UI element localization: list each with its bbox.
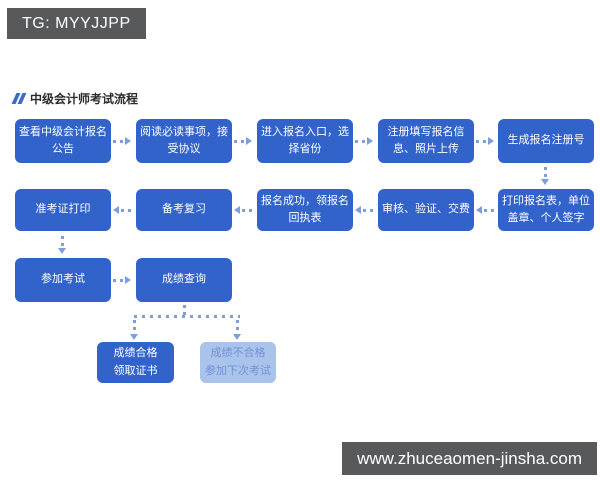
node-audit-verify-pay: 审核、验证、交费 bbox=[378, 189, 474, 231]
arrow-down-icon bbox=[58, 248, 66, 254]
double-slash-icon bbox=[11, 93, 27, 104]
arrow-down-icon bbox=[544, 167, 547, 177]
branch-connector bbox=[134, 315, 240, 318]
arrow-right-icon bbox=[476, 137, 494, 145]
arrow-left-icon bbox=[113, 206, 131, 214]
node-check-announcement: 查看中级会计报名公告 bbox=[15, 119, 111, 163]
arrow-left-icon bbox=[355, 206, 373, 214]
arrow-right-icon bbox=[234, 137, 252, 145]
node-score-inquiry: 成绩查询 bbox=[136, 258, 232, 302]
arrow-down-icon bbox=[133, 320, 136, 333]
node-register-info-upload: 注册填写报名信息、照片上传 bbox=[378, 119, 474, 163]
node-read-agreement: 阅读必读事项，接受协议 bbox=[136, 119, 232, 163]
node-registration-success: 报名成功，领报名回执表 bbox=[257, 189, 353, 231]
node-take-exam: 参加考试 bbox=[15, 258, 111, 302]
node-pass-get-certificate: 成绩合格 领取证书 bbox=[97, 342, 174, 383]
arrow-right-icon bbox=[355, 137, 373, 145]
arrow-right-icon bbox=[113, 276, 131, 284]
arrow-down-icon bbox=[130, 334, 138, 340]
arrow-left-icon bbox=[476, 206, 494, 214]
arrow-right-icon bbox=[113, 137, 131, 145]
node-enter-portal: 进入报名入口，选择省份 bbox=[257, 119, 353, 163]
node-prepare-review: 备考复习 bbox=[136, 189, 232, 231]
node-fail-retake-exam: 成绩不合格 参加下次考试 bbox=[200, 342, 276, 383]
arrow-down-icon bbox=[233, 334, 241, 340]
node-generate-reg-number: 生成报名注册号 bbox=[498, 119, 594, 163]
website-badge: www.zhuceaomen-jinsha.com bbox=[342, 442, 597, 475]
arrow-left-icon bbox=[234, 206, 252, 214]
branch-connector bbox=[183, 305, 186, 315]
tg-badge: TG: MYYJJPP bbox=[7, 8, 146, 39]
arrow-down-icon bbox=[61, 236, 64, 246]
page-title: 中级会计师考试流程 bbox=[11, 90, 139, 107]
node-print-form-stamp-sign: 打印报名表，单位盖章、个人签字 bbox=[498, 189, 594, 231]
arrow-down-icon bbox=[541, 179, 549, 185]
arrow-down-icon bbox=[236, 320, 239, 333]
node-print-admission-ticket: 准考证打印 bbox=[15, 189, 111, 231]
title-text: 中级会计师考试流程 bbox=[30, 92, 139, 106]
